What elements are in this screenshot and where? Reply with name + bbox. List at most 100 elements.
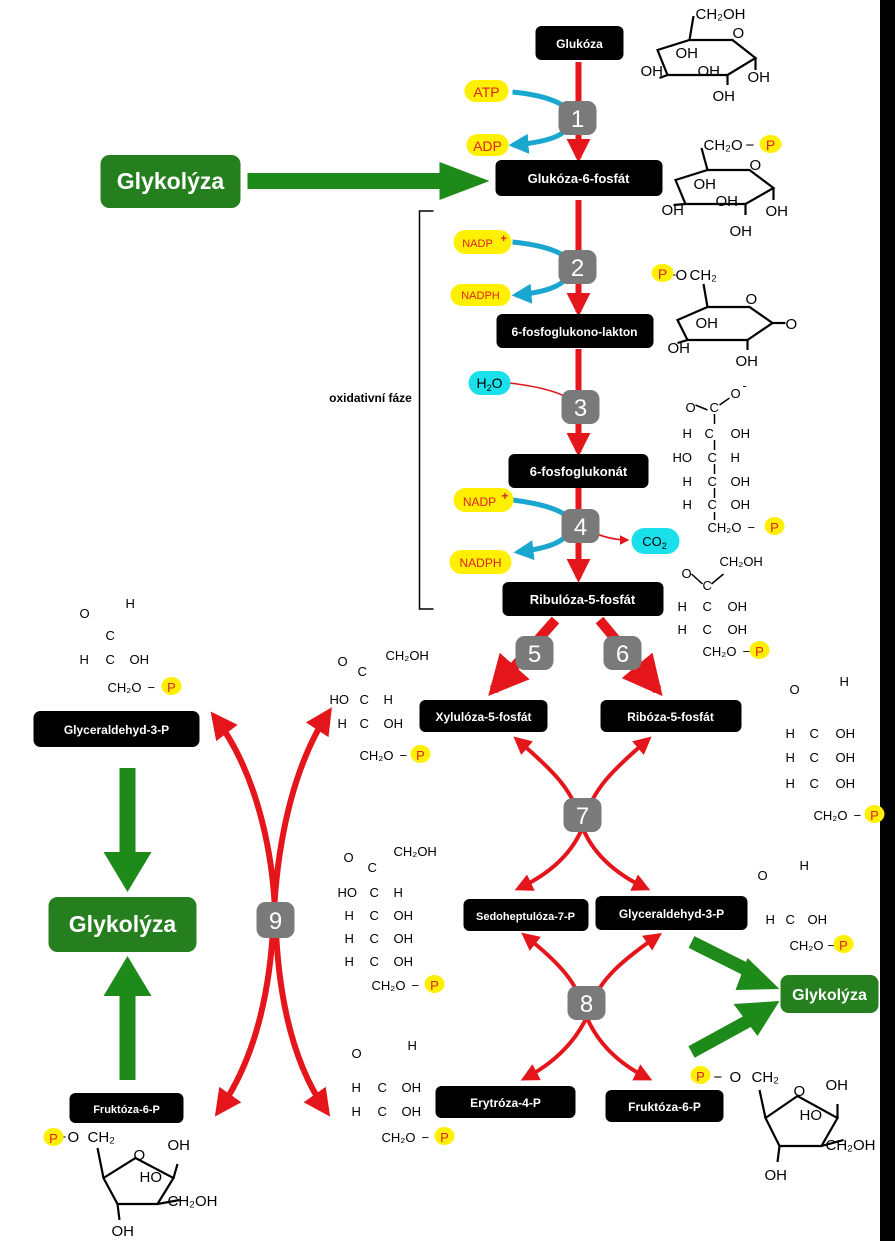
svg-text:CH₂O: CH₂O <box>360 748 394 763</box>
svg-text:6-fosfoglukonát: 6-fosfoglukonát <box>530 464 628 479</box>
phosphate-badge-gap-right: P <box>833 935 854 953</box>
step-7-badge: 7 <box>563 798 602 832</box>
svg-text:C: C <box>708 497 717 512</box>
svg-text:CO2: CO2 <box>642 534 667 551</box>
svg-text:CH₂O: CH₂O <box>814 808 848 823</box>
svg-text:H: H <box>345 931 354 946</box>
svg-text:H: H <box>352 1080 361 1095</box>
svg-text:P: P <box>755 644 764 659</box>
svg-text:O: O <box>790 682 800 697</box>
svg-text:O: O <box>758 868 768 883</box>
svg-text:H: H <box>683 474 692 489</box>
svg-text:O: O <box>733 25 745 42</box>
metabolite-sedoheptuloza-7-p: Sedoheptulóza-7-P <box>463 899 589 931</box>
cofactor-adp: ADP <box>466 134 509 156</box>
svg-text:HO: HO <box>800 1107 823 1124</box>
svg-text:C: C <box>368 860 377 875</box>
svg-text:Glukóza-6-fosfát: Glukóza-6-fosfát <box>528 171 631 186</box>
svg-text:Fruktóza-6-P: Fruktóza-6-P <box>93 1104 160 1116</box>
svg-text:NADPH: NADPH <box>459 556 501 570</box>
svg-text:H: H <box>786 776 795 791</box>
svg-text:H: H <box>800 858 809 873</box>
svg-text:−: − <box>714 1069 723 1086</box>
svg-text:NADP: NADP <box>462 238 493 250</box>
svg-text:Sedoheptulóza-7-P: Sedoheptulóza-7-P <box>476 911 575 923</box>
svg-text:C: C <box>360 716 369 731</box>
pathway-glykolyza-mid: Glykolýza <box>48 897 197 952</box>
svg-text:P: P <box>49 1131 58 1146</box>
step-2-badge: 2 <box>558 250 597 284</box>
svg-text:NADPH: NADPH <box>461 290 500 302</box>
step-2-number: 2 <box>571 255 584 282</box>
svg-text:C: C <box>370 931 379 946</box>
svg-text:−: − <box>746 137 755 154</box>
step-3-number: 3 <box>574 395 587 422</box>
step-6-number: 6 <box>616 641 629 668</box>
cofactor-co2: CO2 <box>631 528 680 554</box>
svg-text:−: − <box>748 520 756 535</box>
svg-text:Glyceraldehyd-3-P: Glyceraldehyd-3-P <box>64 723 169 737</box>
svg-text:CH₂O: CH₂O <box>708 520 742 535</box>
svg-text:HO: HO <box>140 1169 163 1186</box>
svg-text:H: H <box>345 954 354 969</box>
cofactor-nadph-2: NADPH <box>449 550 512 574</box>
svg-text:OH: OH <box>394 954 414 969</box>
svg-text:C: C <box>708 474 717 489</box>
cofactor-atp: ATP <box>464 80 509 102</box>
structure-ribose-5-phosphate: O H H C OH H C OH H C OH CH₂O − <box>786 674 862 823</box>
svg-text:C: C <box>378 1080 387 1095</box>
svg-text:OH: OH <box>808 912 828 927</box>
svg-text:C: C <box>378 1104 387 1119</box>
svg-text:H: H <box>126 596 135 611</box>
structure-glyceraldehyde-3-phosphate-left: O H C H C OH CH₂O − <box>80 596 156 695</box>
step-3-badge: 3 <box>561 390 600 424</box>
svg-text:OH: OH <box>766 203 789 220</box>
structure-6-phosphogluconate: O C O - H C OH HO C H H C OH H C OH CH₂O… <box>673 378 756 535</box>
svg-text:Xylulóza-5-fosfát: Xylulóza-5-fosfát <box>435 710 531 724</box>
step-9-number: 9 <box>269 908 282 935</box>
svg-text:CH₂OH: CH₂OH <box>394 844 437 859</box>
svg-text:CH₂: CH₂ <box>752 1069 780 1086</box>
svg-text:H: H <box>683 497 692 512</box>
svg-text:Fruktóza-6-P: Fruktóza-6-P <box>628 1100 701 1114</box>
structure-fructose-6-phosphate-right: CH₂ O − O OH HO CH₂OH OH <box>714 1069 876 1184</box>
svg-text:−: − <box>412 978 420 993</box>
svg-text:H: H <box>731 450 740 465</box>
svg-text:OH: OH <box>641 63 664 80</box>
glycolysis-arrow-up <box>103 956 152 1080</box>
svg-text:CH₂O: CH₂O <box>704 137 743 154</box>
svg-text:OH: OH <box>668 340 691 357</box>
svg-text:O: O <box>750 157 762 174</box>
svg-text:Glukóza: Glukóza <box>556 37 603 51</box>
svg-text:OH: OH <box>384 716 404 731</box>
svg-text:C: C <box>106 628 115 643</box>
step-6-badge: 6 <box>603 636 642 670</box>
step-5-badge: 5 <box>515 636 554 670</box>
svg-text:O: O <box>686 400 696 415</box>
svg-text:P: P <box>839 938 848 953</box>
svg-text:O: O <box>730 1069 742 1086</box>
svg-text:C: C <box>705 426 714 441</box>
svg-text:CH₂OH: CH₂OH <box>696 6 746 23</box>
svg-text:−: − <box>422 1130 430 1145</box>
svg-text:O: O <box>731 386 741 401</box>
svg-text:CH₂O: CH₂O <box>703 644 737 659</box>
svg-text:C: C <box>703 599 712 614</box>
structure-6-phosphoglucono-lactone: O O OH OH OH CH₂ − O <box>668 267 798 370</box>
pathway-glykolyza-top: Glykolýza <box>100 155 241 208</box>
svg-text:O: O <box>344 850 354 865</box>
svg-text:C: C <box>106 652 115 667</box>
step-9-badge: 9 <box>256 902 295 938</box>
metabolite-erytroza-4-p: Erytróza-4-P <box>435 1086 576 1118</box>
svg-text:OH: OH <box>765 1167 788 1184</box>
svg-text:Ribulóza-5-fosfát: Ribulóza-5-fosfát <box>530 592 636 607</box>
svg-text:O: O <box>746 291 758 308</box>
step-4-badge: 4 <box>561 509 600 543</box>
svg-text:CH₂OH: CH₂OH <box>826 1137 876 1154</box>
structure-erythrose-4-phosphate: O H H C OH H C OH CH₂O − <box>352 1038 430 1145</box>
svg-text:CH₂: CH₂ <box>88 1129 116 1146</box>
svg-text:O: O <box>134 1147 146 1164</box>
svg-text:OH: OH <box>394 908 414 923</box>
phosphate-badge-f6p-left: P <box>43 1128 64 1146</box>
svg-text:P: P <box>416 748 425 763</box>
